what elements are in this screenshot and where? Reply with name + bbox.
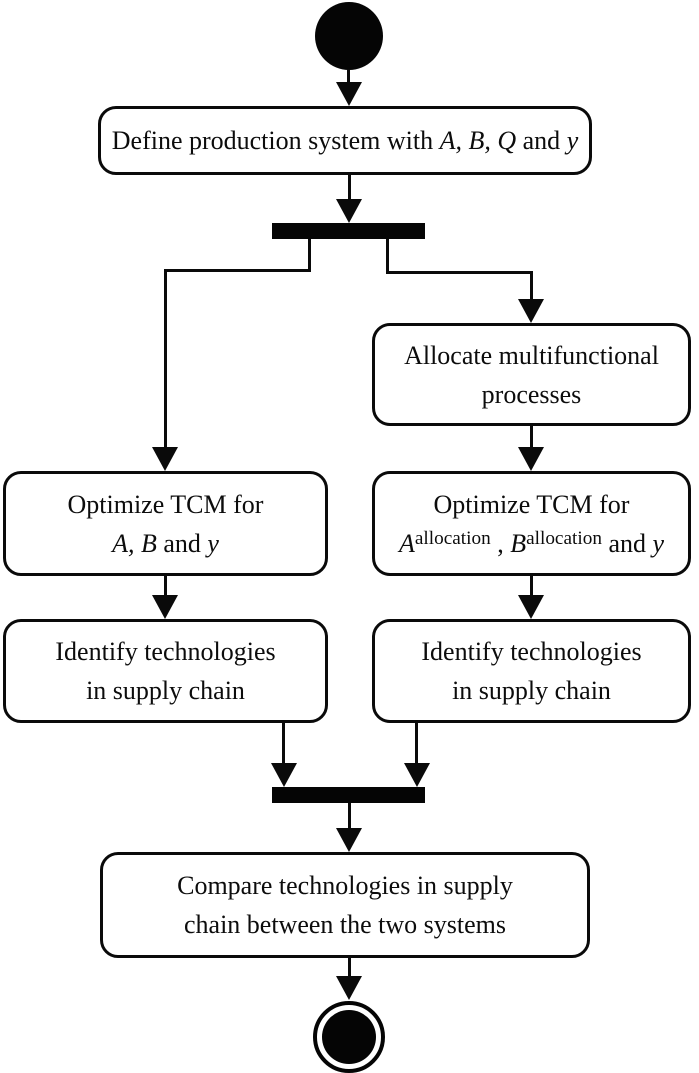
final-node-core [322,1010,376,1064]
edge-identify-left-join-arrowhead-icon [271,763,297,787]
edge-fork-allocate-arrowhead-icon [518,299,544,323]
edge-optimize-identify-right-line [530,576,533,597]
edge-allocate-optimize-line [530,426,533,449]
edge-define-fork-arrowhead-icon [336,199,362,223]
activity-define-label: Define production system with A, B, Q an… [111,126,579,155]
edge-start-define-line [347,69,350,85]
edge-fork-optimize-left-arrowhead-icon [152,447,178,471]
edge-fork-allocate-line [530,271,533,299]
edge-start-define-arrowhead-icon [336,82,362,106]
edge-fork-right-horizontal-line [386,271,533,274]
edge-join-compare-line [348,803,351,830]
edge-identify-left-join-line [282,722,285,764]
edge-fork-left-stub-line [308,239,311,271]
initial-node [315,2,383,70]
activity-define-production-system: Define production system with A, B, Q an… [98,106,592,175]
edge-compare-end-arrowhead-icon [336,976,362,1000]
edge-identify-right-join-line [415,722,418,764]
edge-define-fork-line [348,175,351,201]
edge-fork-left-horizontal-line [164,269,311,272]
join-bar [272,787,425,803]
edge-allocate-optimize-arrowhead-icon [518,447,544,471]
fork-bar [272,223,425,239]
edge-optimize-identify-left-arrowhead-icon [152,595,178,619]
final-node [313,1001,385,1073]
edge-join-compare-arrowhead-icon [336,828,362,852]
edge-fork-right-stub-line [386,239,389,274]
edge-fork-optimize-left-line [164,269,167,449]
edge-optimize-identify-left-line [164,576,167,597]
edge-compare-end-line [348,958,351,978]
edge-optimize-identify-right-arrowhead-icon [518,595,544,619]
edge-identify-right-join-arrowhead-icon [404,763,430,787]
